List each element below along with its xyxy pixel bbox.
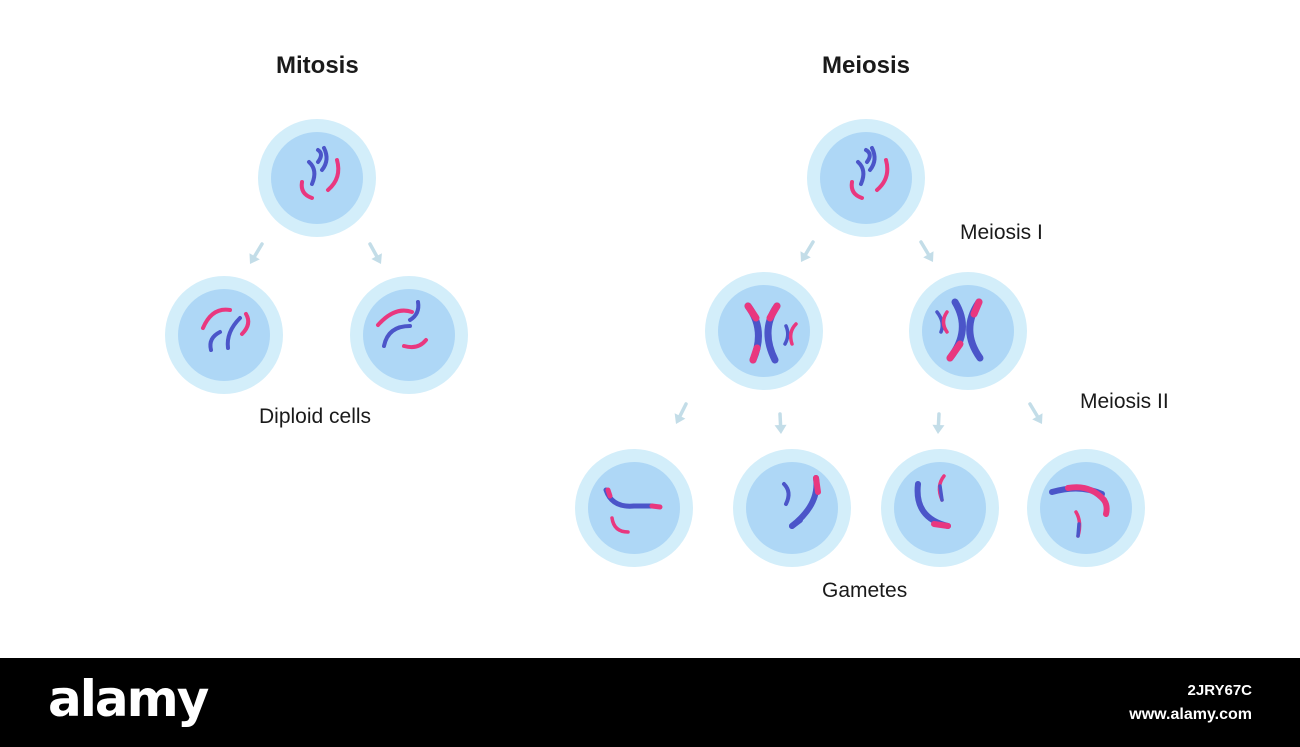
gametes-label: Gametes (822, 579, 907, 603)
arrow-icon (932, 414, 944, 434)
arrow-icon (249, 244, 262, 264)
site-url: www.alamy.com (1129, 706, 1252, 724)
chromosome (816, 478, 818, 492)
meiosis-parent-cell (807, 119, 925, 237)
arrow-icon (800, 242, 813, 262)
watermark-footer: alamy 2JRY67C www.alamy.com (0, 658, 1300, 747)
cell-nucleus (178, 289, 270, 381)
mitosis-title: Mitosis (276, 52, 359, 80)
diagram-canvas (0, 0, 1300, 658)
chromosome (940, 486, 942, 500)
chromosome (934, 524, 948, 526)
cell-nucleus (746, 462, 838, 554)
meiosis-1-label: Meiosis I (960, 221, 1043, 245)
cell-nucleus (1040, 462, 1132, 554)
meiosis-2-label: Meiosis II (1080, 390, 1169, 414)
diploid-cell-right (350, 276, 468, 394)
meiosis-1-cell-right (909, 272, 1027, 390)
arrow-icon (675, 404, 686, 424)
diploid-cell-left (165, 276, 283, 394)
brand-logo: alamy (48, 670, 207, 728)
image-id: 2JRY67C (1188, 682, 1252, 699)
gamete-cell-1 (575, 449, 693, 567)
chromosome (1104, 500, 1107, 514)
gamete-cell-3 (881, 449, 999, 567)
chromosome (608, 490, 610, 496)
cell-nucleus (363, 289, 455, 381)
cell-division-diagram: Mitosis Meiosis Diploid cells Meiosis I … (0, 0, 1300, 658)
meiosis-1-cell-left (705, 272, 823, 390)
arrow-icon (775, 414, 787, 434)
arrow-icon (370, 244, 382, 264)
diploid-cells-label: Diploid cells (259, 405, 371, 429)
chromosome (652, 506, 660, 507)
meiosis-title: Meiosis (822, 52, 910, 80)
cell-nucleus (718, 285, 810, 377)
cell-nucleus (894, 462, 986, 554)
mitosis-parent-cell (258, 119, 376, 237)
gamete-cell-4 (1027, 449, 1145, 567)
chromosome (974, 302, 979, 314)
cell-nucleus (271, 132, 363, 224)
chromosome (1078, 524, 1079, 536)
gamete-cell-2 (733, 449, 851, 567)
chromosome (753, 348, 757, 360)
arrow-icon (921, 242, 934, 262)
arrow-icon (1030, 404, 1043, 424)
cell-nucleus (820, 132, 912, 224)
